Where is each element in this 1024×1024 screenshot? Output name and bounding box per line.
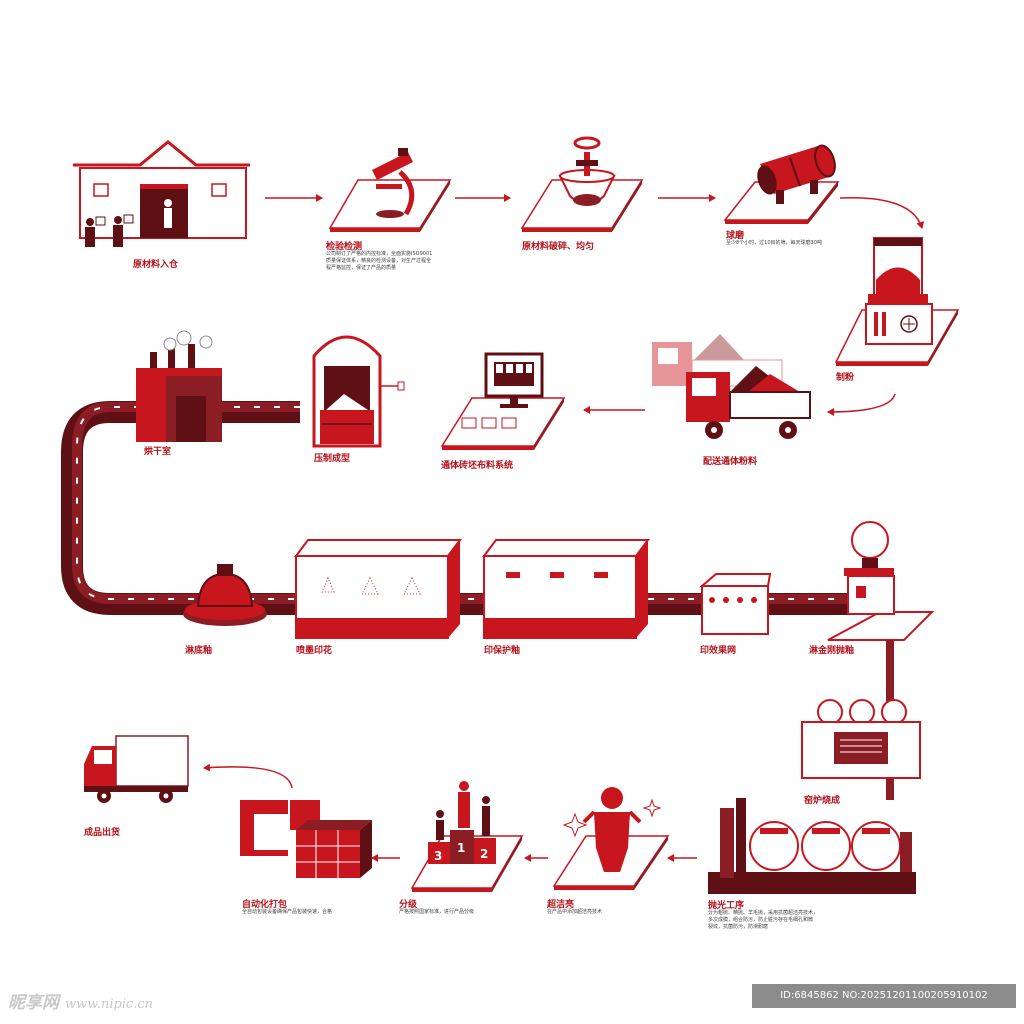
- base-glaze-bell-icon: [183, 564, 267, 626]
- step-label-effect-screen: 印效果网: [700, 646, 737, 656]
- watermark-url: www.nipic.cn: [65, 997, 154, 1012]
- step-label-shipping: 成品出货: [84, 828, 121, 838]
- step-label-grading: 分级: [399, 900, 418, 910]
- step-label-crushing: 原材料破碎、均匀: [522, 242, 595, 252]
- polishing-plant-icon: [708, 798, 916, 894]
- podium-number-3: 3: [434, 849, 442, 863]
- delivery-trucks-icon: [652, 334, 811, 439]
- step-desc-ball-mill: 至少8个小时，过10目的筛，每天球磨30吨: [726, 240, 822, 246]
- inkjet-printer-icon: [294, 539, 462, 639]
- warehouse-icon: [73, 140, 250, 247]
- step-label-warehouse: 原材料入仓: [133, 260, 179, 270]
- step-label-layout-system: 通体砖坯布料系统: [441, 461, 514, 471]
- step-label-inkjet: 喷墨印花: [296, 646, 333, 656]
- watermark-site: 昵享网 www.nipic.cn: [8, 988, 153, 1013]
- grading-podium-icon: [410, 781, 524, 892]
- step-desc-super-clean: 在产品中添加超洁亮技术: [547, 909, 603, 915]
- podium-number-1: 1: [457, 841, 465, 855]
- step-label-ball-mill: 球磨: [726, 231, 745, 241]
- microscope-icon: [328, 148, 452, 232]
- crusher-icon: [520, 136, 644, 232]
- watermark-site-name: 昵享网: [8, 993, 59, 1013]
- step-label-inspection: 检验检测: [326, 242, 363, 252]
- packaging-icon: [240, 800, 372, 878]
- shipping-truck-icon: [84, 735, 189, 803]
- step-label-polishing: 抛光工序: [708, 901, 745, 911]
- drying-room-icon: [136, 330, 222, 442]
- step-label-delivery: 配送通体粉料: [703, 457, 758, 467]
- step-label-base-glaze: 淋底釉: [185, 646, 213, 656]
- powder-machine-icon: [834, 237, 960, 366]
- super-clean-figure-icon: [552, 787, 670, 890]
- effect-screen-printer-icon: [699, 573, 772, 635]
- step-label-kiln: 窑炉烧成: [804, 796, 841, 806]
- watermark-id: ID:6845862 NO:20251201100205910102: [752, 984, 1016, 1008]
- step-desc-polishing: 分为粗抛、精抛、羊毛抛，采用抗菌超洁亮技术，多次成膜，组合防污，防止脏污存在毛细…: [708, 910, 819, 930]
- press-machine-icon: [312, 335, 405, 448]
- step-desc-grading: 严格按照国家标准，进行产品分级: [399, 909, 475, 915]
- step-desc-packaging: 全自动包装设备确保产品包装快速，合格: [242, 909, 333, 915]
- conveyor-belt: [61, 401, 860, 615]
- kiln-icon: [801, 699, 921, 779]
- step-label-packaging: 自动化打包: [242, 900, 288, 910]
- layout-system-terminal-icon: [440, 352, 566, 450]
- podium-number-2: 2: [480, 847, 488, 861]
- protective-glaze-machine-icon: [482, 539, 650, 639]
- step-label-diamond-glaze: 淋金刚抛釉: [809, 646, 855, 656]
- step-label-super-clean: 超洁亮: [547, 900, 575, 910]
- step-label-protective-glaze: 印保护釉: [484, 646, 521, 656]
- ball-mill-icon: [723, 144, 840, 224]
- flow-arrows: [203, 194, 925, 862]
- step-label-drying: 烘干室: [144, 447, 172, 457]
- step-label-powder: 制粉: [836, 373, 855, 383]
- step-label-press: 压制成型: [314, 454, 351, 464]
